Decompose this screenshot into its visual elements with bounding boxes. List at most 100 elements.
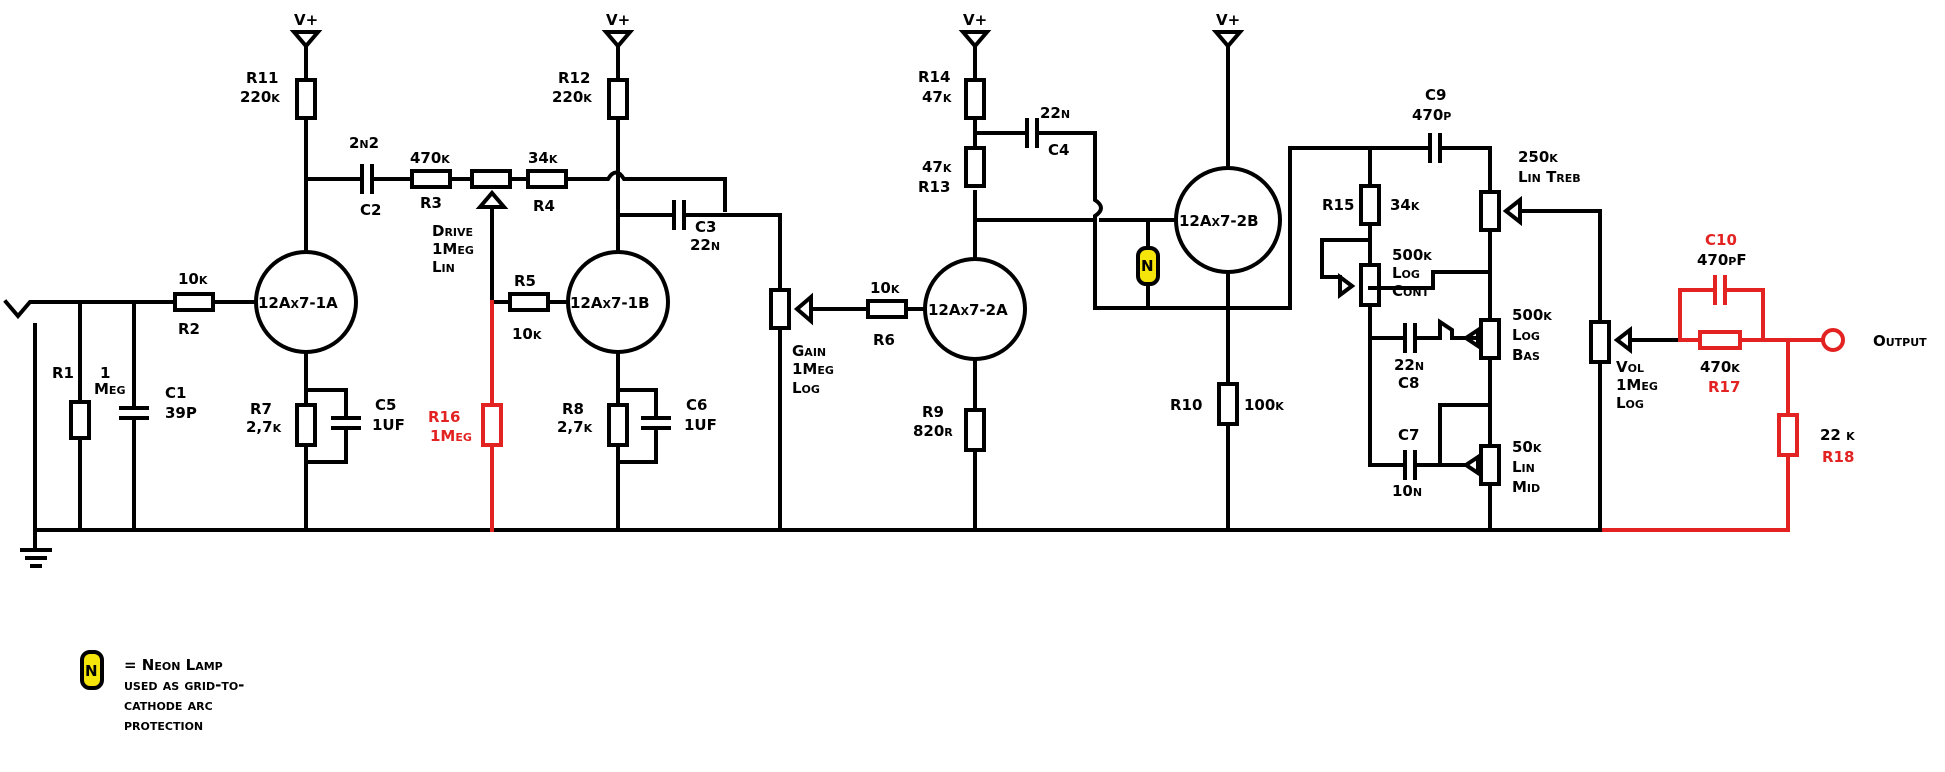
r3-value: 470k <box>410 149 450 167</box>
v2a-plate-supply <box>958 30 992 261</box>
r5-ref: R5 <box>514 272 536 290</box>
r5-value: 10k <box>512 325 542 343</box>
treble-label-1: 250k <box>1518 148 1558 166</box>
r2-resistor <box>173 292 260 312</box>
c8-capacitor <box>1368 318 1482 353</box>
v2a-label: 12Ax7-2A <box>928 301 1008 319</box>
gain-pot[interactable] <box>769 288 870 532</box>
c3-ref: C3 <box>695 218 716 236</box>
r14-value: 47k <box>922 88 952 106</box>
r16-ref: R16 <box>428 408 460 426</box>
r1-value-1: 1 <box>100 364 110 382</box>
c6-ref: C6 <box>686 396 707 414</box>
c1-capacitor <box>119 300 149 532</box>
r8-ref: R8 <box>562 400 584 418</box>
r6-resistor <box>866 299 927 319</box>
c6-value: 1UF <box>684 416 717 434</box>
c4-capacitor <box>973 118 1292 310</box>
r6-ref: R6 <box>873 331 895 349</box>
legend-symbol-letter: N <box>85 662 98 680</box>
c7-value: 10n <box>1392 482 1422 500</box>
treble-label-2: Lin Treb <box>1518 168 1581 186</box>
r10-ref: R10 <box>1170 396 1202 414</box>
r1-resistor <box>69 300 91 532</box>
bass-label-1: 500k <box>1512 306 1552 324</box>
c8-value: 22n <box>1394 356 1424 374</box>
c3-capacitor <box>616 200 782 292</box>
r8-value: 2,7k <box>557 418 593 436</box>
c10-value: 470pF <box>1697 251 1747 269</box>
legend-line-3: cathode arc <box>124 696 213 714</box>
vol-label-1: Vol <box>1616 358 1644 376</box>
r13-value: 47k <box>922 158 952 176</box>
c9-ref: C9 <box>1425 86 1446 104</box>
bass-pot[interactable] <box>1462 318 1501 407</box>
r17-ref: R17 <box>1708 378 1740 396</box>
input-jack <box>3 299 177 320</box>
mid-pot[interactable] <box>1438 403 1501 532</box>
r18-value: 22 k <box>1820 426 1855 444</box>
volume-pot[interactable] <box>1589 320 1682 532</box>
v1a-cathode <box>295 350 361 532</box>
c9-value: 470p <box>1412 106 1451 124</box>
r5-resistor <box>508 292 570 312</box>
r4-ref: R4 <box>533 197 555 215</box>
r17-resistor <box>1678 330 1824 350</box>
r16-value: 1Meg <box>430 427 472 445</box>
c1-ref: C1 <box>165 384 186 402</box>
c7-capacitor <box>1368 403 1492 480</box>
r6-value: 10k <box>870 279 900 297</box>
legend-line-2: used as grid-to- <box>124 676 245 694</box>
neon-lamp-letter: N <box>1141 257 1154 275</box>
vol-label-3: Log <box>1616 394 1644 412</box>
gain-label-2: 1Meg <box>792 360 834 378</box>
c10-capacitor <box>1678 275 1765 342</box>
gain-label-1: Gain <box>792 342 826 360</box>
r1-ref: R1 <box>52 364 74 382</box>
r18-ref: R18 <box>1822 448 1854 466</box>
drive-pot[interactable] <box>470 169 512 304</box>
cont-label-2: Log <box>1392 264 1420 282</box>
v1b-plate-supply <box>601 30 635 257</box>
legend-neon-symbol <box>80 650 104 690</box>
v1b-cathode <box>607 350 671 532</box>
vol-label-2: 1Meg <box>1616 376 1658 394</box>
ground-symbol <box>20 323 52 568</box>
v2b-label: 12Ax7-2B <box>1179 212 1259 230</box>
c4-value: 22n <box>1040 104 1070 122</box>
c8-ref: C8 <box>1398 374 1419 392</box>
c2-capacitor <box>304 164 414 194</box>
v2b-plate-supply <box>1211 30 1245 172</box>
r11-ref: R11 <box>246 69 278 87</box>
r4-value: 34k <box>528 149 558 167</box>
r16-resistor <box>481 300 503 532</box>
r9-ref: R9 <box>922 403 944 421</box>
r12-value: 220k <box>552 88 592 106</box>
output-jack[interactable] <box>1821 328 1845 352</box>
treble-pot[interactable] <box>1479 190 1602 324</box>
r15-value: 34k <box>1390 196 1420 214</box>
drive-label-1: Drive <box>432 222 473 240</box>
vplus-label-2: V+ <box>606 11 630 29</box>
v2b-cathode <box>1217 146 1492 532</box>
legend-line-1: = Neon Lamp <box>124 656 223 674</box>
c4-ref: C4 <box>1048 141 1069 159</box>
r9-value: 820r <box>913 422 953 440</box>
mid-label-3: Mid <box>1512 478 1540 496</box>
c9-capacitor <box>1428 133 1442 163</box>
v1a-plate-supply <box>289 30 323 257</box>
v1a-label: 12Ax7-1A <box>258 294 338 312</box>
contour-pot[interactable] <box>1320 238 1492 467</box>
r14-ref: R14 <box>918 68 950 86</box>
mid-label-1: 50k <box>1512 438 1542 456</box>
c2-value: 2n2 <box>349 134 379 152</box>
r2-ref: R2 <box>178 320 200 338</box>
legend-text: = Neon Lamp used as grid-to- cathode arc… <box>124 655 244 735</box>
c5-ref: C5 <box>375 396 396 414</box>
mid-label-2: Lin <box>1512 458 1535 476</box>
r1-value-2: Meg <box>94 380 125 398</box>
r17-value: 470k <box>1700 358 1740 376</box>
legend-line-4: protection <box>124 716 204 734</box>
drive-label-3: Lin <box>432 258 455 276</box>
